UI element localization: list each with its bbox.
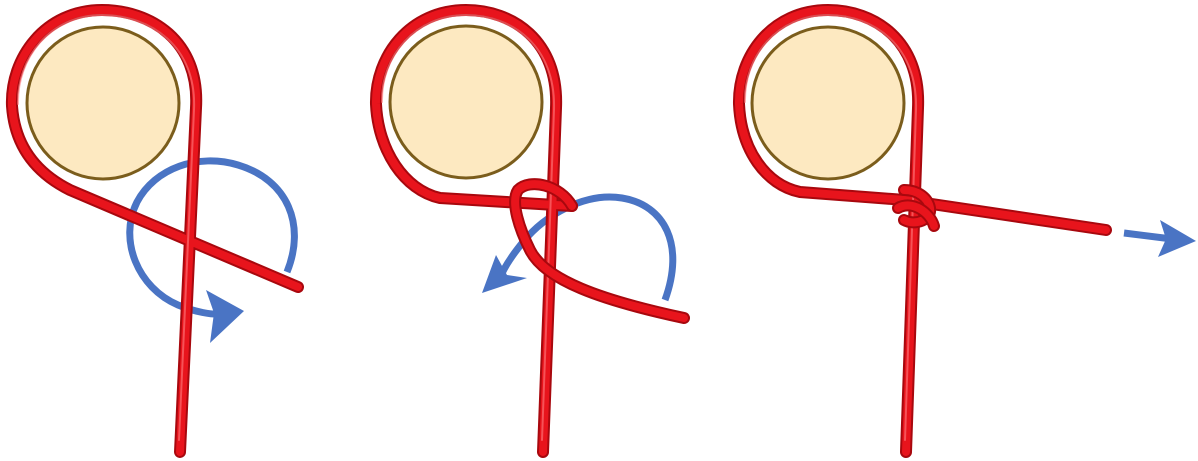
step-1-panel	[12, 10, 298, 452]
step-3-panel	[739, 10, 1196, 452]
step-2-post	[390, 26, 542, 178]
step-1-post	[27, 27, 179, 179]
step-2-tuck-arrowhead	[482, 255, 527, 293]
step-3-knot	[898, 190, 934, 226]
step-3-post	[752, 27, 904, 179]
step-1-wrap-arrow	[130, 161, 295, 314]
step-2-panel	[376, 10, 684, 452]
